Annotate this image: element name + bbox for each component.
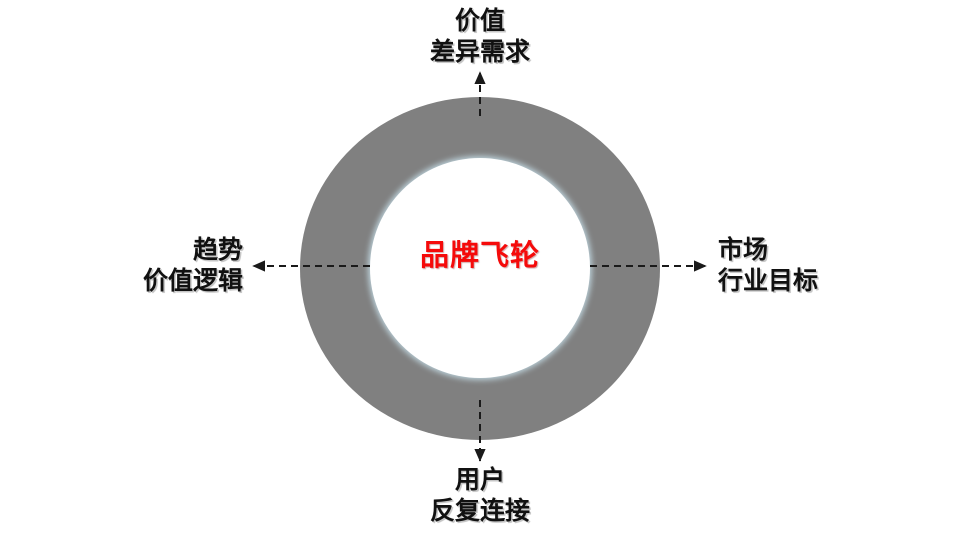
ring-inner-circle [370, 158, 590, 378]
node-label-top-line2: 差异需求 [429, 37, 530, 66]
node-label-left: 趋势 价值逻辑 [0, 235, 243, 296]
node-label-left-line1: 趋势 [192, 236, 243, 264]
center-label: 品牌飞轮 [419, 240, 540, 272]
node-label-bottom: 用户 反复连接 [0, 465, 960, 526]
node-label-bottom-line2: 反复连接 [429, 496, 530, 525]
node-label-right-line1: 市场 [718, 236, 769, 264]
node-label-top: 价值 差异需求 [0, 6, 960, 67]
node-label-left-line2: 价值逻辑 [142, 266, 243, 295]
node-label-top-line1: 价值 [454, 7, 505, 35]
flywheel-ring [300, 97, 660, 440]
node-label-bottom-line1: 用户 [454, 466, 505, 494]
node-label-right-line2: 行业目标 [718, 266, 819, 295]
node-label-right: 市场 行业目标 [718, 235, 960, 296]
